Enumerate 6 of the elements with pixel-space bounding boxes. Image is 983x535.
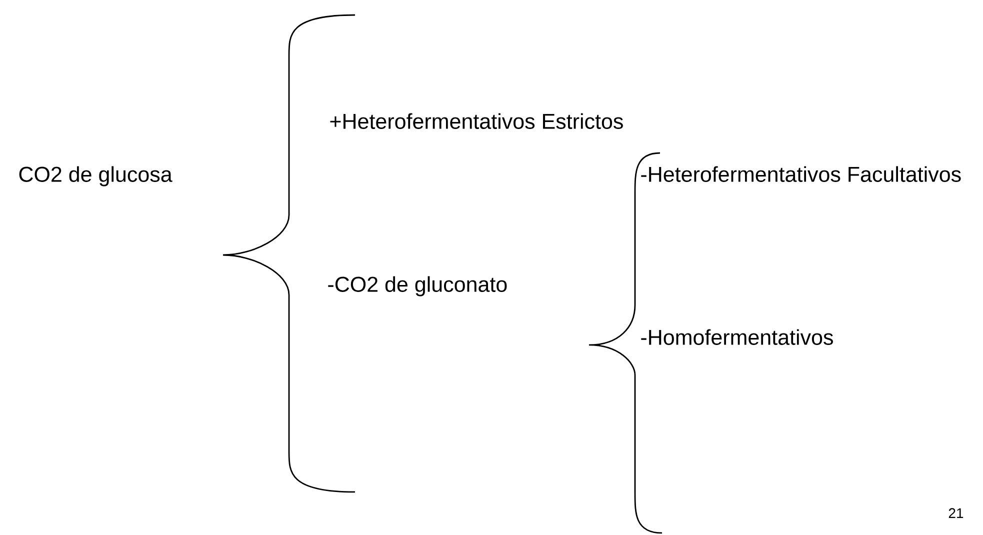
category-text: -Homofermentativos xyxy=(641,329,833,345)
category-text: -Heterofermentativos Facultativos xyxy=(641,166,961,182)
category-text: +Heterofermentativos Estrictos xyxy=(330,113,623,129)
category-text: -CO2 de gluconato xyxy=(328,276,507,296)
category-text: CO2 de glucosa xyxy=(19,166,172,186)
page-number: 21 xyxy=(948,508,964,518)
